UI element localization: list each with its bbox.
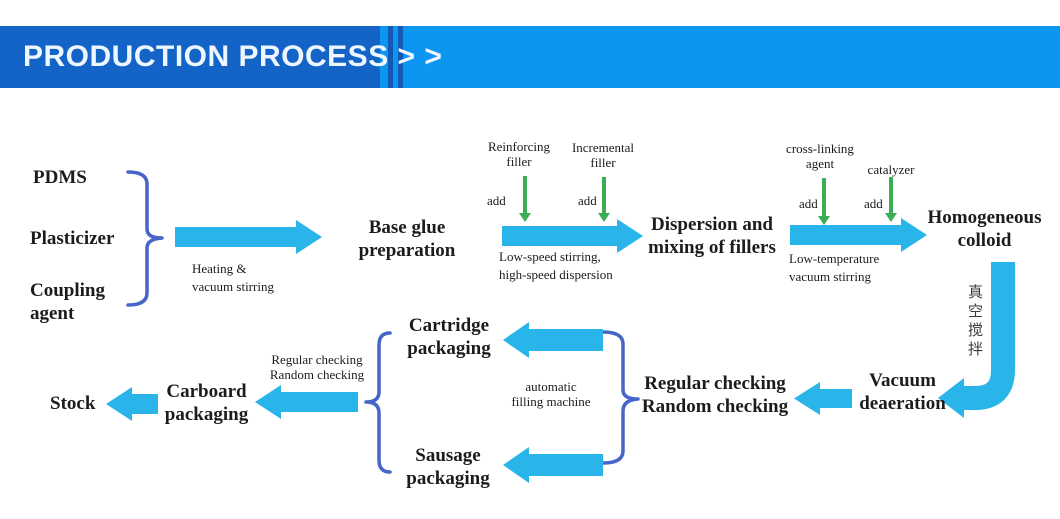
header-stripe [388, 26, 393, 88]
label-add-cross-linking: add [799, 196, 818, 211]
node-coupling-agent: Coupling agent [30, 280, 105, 325]
node-plasticizer: Plasticizer [30, 228, 115, 249]
label-heating-vacuum-stirring: Heating & vacuum stirring [192, 261, 274, 294]
node-base-glue-preparation: Base glue preparation [358, 217, 456, 262]
label-low-speed-stirring: Low-speed stirring, high-speed dispersio… [499, 249, 613, 282]
label-checking-small: Regular checking Random checking [269, 352, 365, 383]
add-arrow-cross-linking [817, 178, 830, 225]
label-vacuum-stirring-chinese: 真空搅拌 [966, 284, 982, 360]
arrow-carboard-to-stock [106, 387, 158, 421]
label-add-catalyzer: add [864, 196, 883, 211]
node-pdms: PDMS [33, 167, 87, 188]
page-title: PRODUCTION PROCESS > > [23, 40, 443, 73]
node-stock: Stock [50, 393, 96, 414]
label-low-temperature-stirring: Low-temperature vacuum stirring [789, 251, 880, 284]
arrow-dispersion-to-homogeneous [790, 218, 927, 252]
node-homogeneous-colloid: Homogeneous colloid [927, 207, 1042, 252]
add-arrow-incremental [597, 177, 610, 222]
node-vacuum-deaeration: Vacuum deaeration [859, 370, 946, 415]
node-dispersion-mixing: Dispersion and mixing of fillers [648, 214, 776, 259]
header-band-dark [0, 26, 380, 88]
arrow-inputs-to-base-glue [175, 220, 322, 254]
arrow-to-cartridge-packaging [503, 322, 603, 358]
label-add-incremental: add [578, 193, 597, 208]
label-automatic-filling-machine: automatic filling machine [511, 379, 591, 410]
add-arrow-reinforcing [518, 176, 531, 222]
header-band-light [378, 26, 1060, 88]
node-sausage-packaging: Sausage packaging [406, 445, 490, 490]
label-add-reinforcing: add [487, 193, 506, 208]
arrow-merge-to-carboard [255, 385, 358, 419]
label-incremental-filler: Incremental filler [571, 140, 635, 171]
arrow-to-sausage-packaging [503, 447, 603, 483]
node-cartridge-packaging: Cartridge packaging [407, 315, 491, 360]
label-catalyzer: catalyzer [867, 162, 915, 177]
node-carboard-packaging: Carboard packaging [164, 381, 249, 426]
add-arrow-catalyzer [884, 177, 897, 222]
header-stripe [398, 26, 403, 88]
label-cross-linking-agent: cross-linking agent [786, 141, 854, 172]
arrow-deaeration-to-checking [794, 382, 852, 415]
inputs-brace [126, 170, 164, 307]
node-regular-random-checking: Regular checking Random checking [641, 373, 789, 418]
label-reinforcing-filler: Reinforcing filler [487, 139, 551, 170]
